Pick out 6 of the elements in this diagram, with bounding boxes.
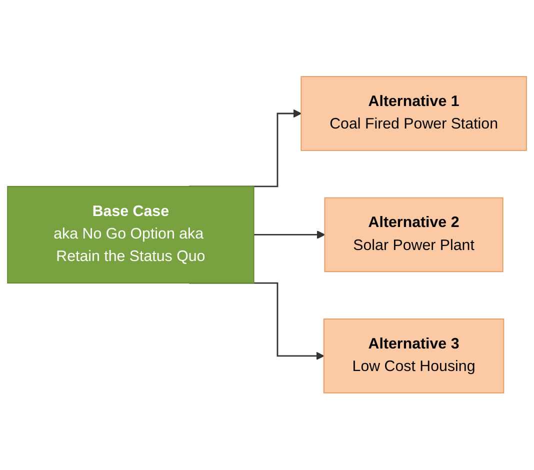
node-box: Alternative 2 Solar Power Plant <box>324 198 504 272</box>
node-box: Alternative 1 Coal Fired Power Station <box>300 76 527 152</box>
node-box: Alternative 3 Low Cost Housing <box>323 318 504 394</box>
arrow <box>254 230 326 240</box>
node-box: Base Case aka No Go Option aka Retain the Status Quo <box>7 186 254 284</box>
arrow <box>189 110 302 188</box>
